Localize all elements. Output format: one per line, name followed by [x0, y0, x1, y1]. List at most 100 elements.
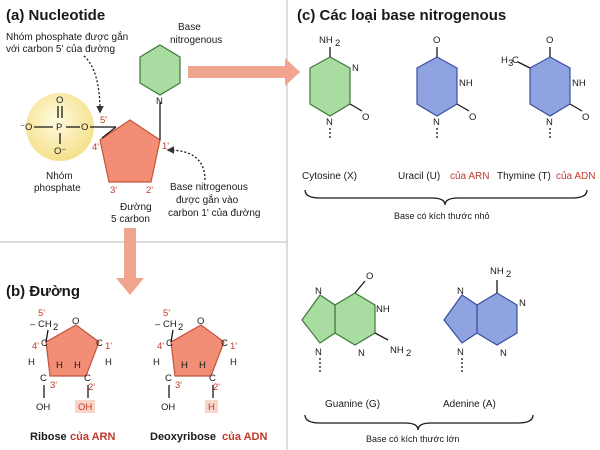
base-label-line1: Base	[178, 22, 201, 33]
svg-text:N: N	[315, 286, 322, 297]
svg-text:2: 2	[506, 269, 511, 280]
base-attach-line2: được gắn vào	[176, 193, 239, 206]
carbon-3-label: 3'	[110, 185, 117, 196]
svg-text:H: H	[199, 360, 206, 371]
svg-text:C: C	[41, 338, 48, 349]
svg-text:2: 2	[53, 322, 58, 333]
svg-text:NH: NH	[572, 78, 586, 89]
deoxyribose-structure: 5' – CH 2 O 4' C C 1' C C 3' 2' H H H H …	[153, 308, 237, 413]
svg-text:O: O	[546, 35, 553, 46]
carbon-4-label: 4'	[92, 142, 99, 153]
svg-text:2': 2'	[88, 382, 95, 393]
svg-text:2: 2	[406, 348, 411, 359]
svg-text:O: O	[362, 112, 369, 123]
phosphate-o-bottom: O⁻	[54, 146, 66, 157]
svg-text:C: C	[84, 373, 91, 384]
sugar-pentagon	[99, 119, 161, 183]
svg-text:C: C	[96, 338, 103, 349]
phosphate-note-arrow	[83, 55, 104, 114]
base-attach-arrow	[166, 146, 206, 181]
thymine-label: Thymine (T)	[497, 171, 551, 182]
svg-text:C: C	[166, 338, 173, 349]
svg-text:O: O	[197, 316, 204, 327]
svg-text:O: O	[582, 112, 589, 123]
svg-text:H: H	[501, 55, 508, 66]
svg-text:C: C	[221, 338, 228, 349]
svg-text:H: H	[230, 357, 237, 368]
svg-text:H: H	[28, 357, 35, 368]
base-attach-line1: Base nitrogenous	[170, 182, 248, 193]
svg-text:H: H	[153, 357, 160, 368]
arrow-to-panel-c	[188, 58, 300, 86]
svg-text:–: –	[155, 319, 161, 330]
carbon-5-label: 5'	[100, 115, 107, 126]
svg-text:3: 3	[508, 58, 513, 69]
svg-text:2: 2	[335, 38, 340, 49]
svg-text:N: N	[500, 348, 507, 359]
svg-text:N: N	[546, 117, 553, 128]
phosphate-group-line1: Nhóm	[46, 171, 73, 182]
phosphate-o-top: O	[56, 95, 63, 106]
uracil-label: Uracil (U)	[398, 171, 440, 182]
panel-a-title: (a) Nucleotide	[6, 7, 105, 24]
svg-text:N: N	[358, 348, 365, 359]
svg-text:OH: OH	[36, 402, 50, 413]
phosphate-p: P	[56, 122, 62, 133]
svg-text:3': 3'	[175, 380, 182, 391]
svg-text:NH: NH	[490, 266, 504, 277]
svg-text:O: O	[469, 112, 476, 123]
ring-n: N	[156, 96, 163, 107]
phosphate-circle	[26, 93, 94, 161]
svg-text:3': 3'	[50, 380, 57, 391]
deoxyribose-name: Deoxyribose	[150, 431, 216, 443]
phosphate-note-line2: với carbon 5' của đường	[6, 43, 115, 55]
uracil-suffix: của ARN	[450, 170, 489, 182]
svg-text:CH: CH	[163, 319, 177, 330]
svg-text:NH: NH	[319, 35, 333, 46]
thymine-structure: O H 3 C NH O N	[501, 35, 589, 140]
svg-text:H: H	[208, 402, 215, 413]
ribose-name: Ribose	[30, 431, 67, 443]
svg-text:N: N	[326, 117, 333, 128]
svg-text:N: N	[433, 117, 440, 128]
cytosine-structure: NH 2 N O N	[309, 35, 369, 140]
svg-text:O: O	[366, 271, 373, 282]
svg-text:CH: CH	[38, 319, 52, 330]
panel-c: (c) Các loại base nitrogenous NH 2 N O N…	[297, 7, 595, 444]
large-bases-label: Base có kích thước lớn	[366, 434, 459, 444]
svg-text:4': 4'	[157, 341, 164, 352]
adenine-structure: NH 2 N N N N	[443, 266, 526, 372]
uracil-structure: O NH O N	[416, 35, 476, 140]
ribose-suffix: của ARN	[70, 431, 115, 443]
svg-text:NH: NH	[390, 345, 404, 356]
svg-text:N: N	[315, 347, 322, 358]
svg-text:2': 2'	[213, 382, 220, 393]
svg-text:C: C	[209, 373, 216, 384]
small-bases-brace	[304, 189, 588, 206]
svg-text:1': 1'	[230, 341, 237, 352]
base-attach-line3: carbon 1' của đường	[168, 207, 260, 219]
svg-text:C: C	[512, 55, 519, 66]
svg-text:N: N	[457, 286, 464, 297]
sugar-label-line1: Đường	[120, 202, 152, 213]
large-bases-brace	[304, 414, 534, 431]
svg-text:OH: OH	[161, 402, 175, 413]
ribose-structure: 5' – CH 2 O 4' C C 1' C C 3' 2' H H H H …	[28, 308, 112, 413]
cytosine-label: Cytosine (X)	[302, 171, 357, 182]
arrow-to-panel-b	[116, 228, 144, 295]
svg-text:O: O	[72, 316, 79, 327]
svg-text:2: 2	[178, 322, 183, 333]
carbon-1-label: 1'	[162, 141, 169, 152]
svg-text:OH: OH	[78, 402, 92, 413]
svg-text:4': 4'	[32, 341, 39, 352]
phosphate-o-left: ⁻O	[20, 122, 32, 133]
svg-text:1': 1'	[105, 341, 112, 352]
panel-c-title: (c) Các loại base nitrogenous	[297, 7, 506, 24]
base-hexagon	[139, 44, 181, 96]
small-bases-label: Base có kích thước nhỏ	[394, 211, 489, 221]
guanine-label: Guanine (G)	[325, 399, 380, 410]
svg-text:C: C	[165, 373, 172, 384]
svg-text:H: H	[74, 360, 81, 371]
